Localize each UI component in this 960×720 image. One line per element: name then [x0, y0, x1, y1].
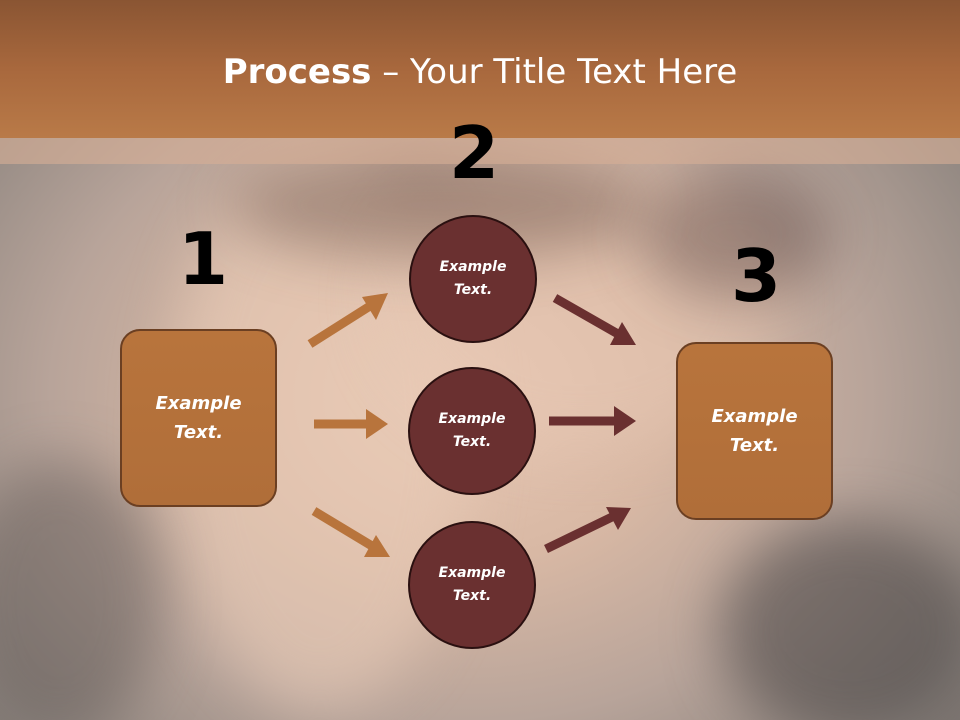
circle-top-label: Example Text. — [423, 256, 523, 302]
title-band — [0, 0, 960, 138]
page-title-bold: Process — [222, 52, 372, 92]
circle-bottom-label-line1: Example — [438, 565, 506, 581]
arrow-head — [614, 406, 636, 436]
arrow-middle-circle-to-box — [549, 406, 636, 436]
page-title: Process – Your Title Text Here — [0, 52, 960, 92]
step-number-2: 2 — [449, 111, 500, 195]
background-photo-shape — [640, 170, 830, 300]
arrow-shaft — [311, 507, 375, 550]
step-1-label-line2: Text. — [173, 422, 224, 443]
arrow-shaft — [307, 302, 373, 348]
step-number-3: 3 — [731, 234, 782, 318]
step-3-label: Example Text. — [695, 402, 815, 460]
title-strip — [0, 138, 960, 164]
arrow-head — [362, 293, 388, 320]
circle-middle-label-line2: Text. — [452, 434, 492, 450]
arrow-head — [606, 507, 631, 530]
arrow-bottom-circle-to-box — [544, 507, 631, 554]
circle-top-label-line1: Example — [439, 259, 507, 275]
arrow-to-top-circle — [307, 293, 388, 348]
circle-bottom: Example Text. — [408, 521, 536, 649]
arrow-head — [366, 409, 388, 439]
arrow-head — [610, 322, 636, 345]
circle-middle: Example Text. — [408, 367, 536, 495]
circle-bottom-label-line2: Text. — [452, 588, 492, 604]
step-3-label-line1: Example — [711, 406, 798, 427]
circle-middle-label: Example Text. — [422, 408, 522, 454]
arrow-top-circle-to-box — [552, 294, 636, 345]
arrow-shaft — [544, 512, 614, 554]
step-1-label: Example Text. — [139, 389, 259, 447]
background-photo-shape — [720, 520, 960, 720]
circle-middle-label-line1: Example — [438, 411, 506, 427]
arrow-shaft — [552, 294, 621, 338]
circle-top-label-line2: Text. — [453, 282, 493, 298]
step-3-box: Example Text. — [676, 342, 833, 520]
arrow-head — [364, 535, 390, 557]
page-title-rest: – Your Title Text Here — [371, 52, 738, 92]
step-1-box: Example Text. — [120, 329, 277, 507]
circle-top: Example Text. — [409, 215, 537, 343]
arrow-to-middle-circle — [314, 409, 388, 439]
step-1-label-line1: Example — [155, 393, 242, 414]
circle-bottom-label: Example Text. — [422, 562, 522, 608]
arrow-to-bottom-circle — [311, 507, 390, 557]
step-number-1: 1 — [178, 217, 229, 301]
step-3-label-line2: Text. — [729, 435, 780, 456]
